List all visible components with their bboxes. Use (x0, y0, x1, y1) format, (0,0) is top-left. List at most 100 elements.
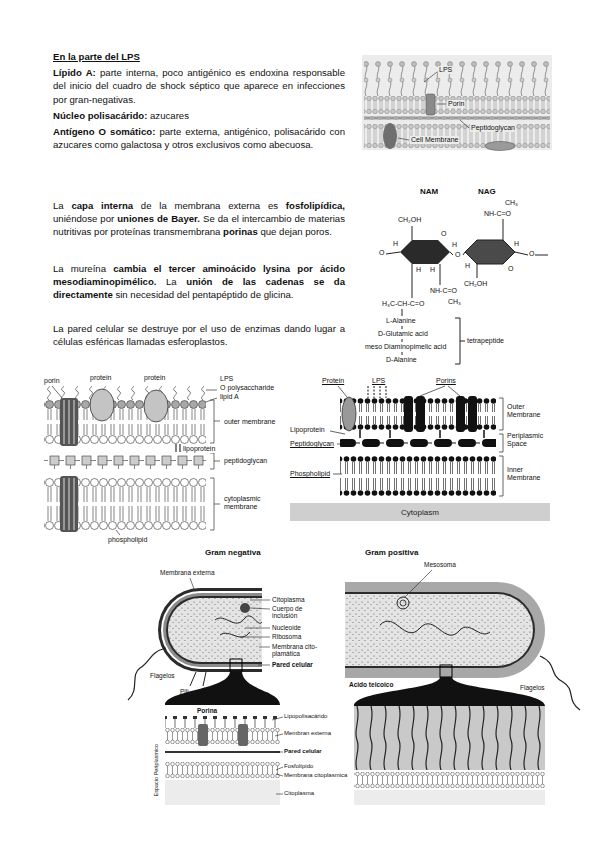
figure-label: Porins (436, 377, 456, 385)
gram-negative-envelope-part (44, 453, 206, 469)
bacterial-cells-part (190, 672, 206, 686)
envelope-scheme-part (360, 430, 484, 438)
figure-label: Citoplasma (284, 790, 314, 797)
bacterial-cells-part (215, 616, 262, 637)
figure-label: NH-C=O (484, 210, 511, 218)
envelope-scheme-part (468, 396, 477, 432)
figure-label: CH₃ (505, 199, 518, 207)
figure-label: Protein (322, 377, 344, 385)
paragraph-text: Núcleo polisacárido: (53, 110, 147, 121)
bacterial-cells-part (198, 724, 208, 746)
paragraph-text: La mureína (53, 263, 106, 274)
bacterial-cells-part (354, 772, 545, 788)
figure-label: meso Diaminopimelic acid (365, 343, 446, 351)
envelope-scheme-part (368, 386, 386, 398)
figure-label: Espacio Periplasmico (153, 744, 159, 797)
figure-label: lipid A (220, 393, 239, 401)
figure-label: H (465, 262, 470, 270)
figure-label: Membrana citoplasmica (284, 772, 347, 779)
lps-envelope-figure-part (362, 55, 552, 150)
lps-envelope-figure-part (364, 115, 550, 121)
bacterial-cells-part (440, 665, 452, 677)
figure-label: H₃C-CH-C=O (382, 300, 424, 308)
figure-label: phospholipid (108, 536, 147, 544)
figure-label: NAG (478, 187, 496, 196)
gram-negative-envelope-part (44, 386, 206, 400)
figure-label: cytoplasmic membrane (224, 495, 272, 511)
band-label: Cytoplasm (401, 508, 439, 517)
figure-label: Lipoprotein (290, 426, 325, 434)
figure-label: NH-C=O (430, 287, 457, 295)
lps-envelope-figure-part (426, 94, 435, 115)
bacterial-cells-part (238, 724, 248, 746)
paragraph-text: En la parte del LPS (53, 51, 140, 62)
figure-label: Lipopolisacárido (284, 713, 327, 720)
bacterial-cells-part (240, 603, 250, 613)
envelope-scheme-part (330, 386, 503, 496)
paragraph-text: capa interna (71, 200, 133, 211)
figure-label: O (529, 250, 534, 258)
bacterial-cells-part (345, 582, 545, 678)
figure-label: Flagelos (520, 684, 545, 691)
paragraph-text: azucares (150, 110, 189, 121)
paragraph-text: parte interna, poco antigénico es endoxi… (53, 67, 345, 104)
figure-label: Pared celular (284, 748, 322, 755)
figure-label: O (379, 249, 384, 257)
figure-label: O (508, 265, 513, 273)
figure-label: Ribosoma (272, 633, 301, 640)
lps-envelope-figure-part (364, 124, 550, 148)
bacterial-cells-part (354, 706, 545, 770)
murein-structure-part (400, 240, 450, 264)
figure-label: LPS (372, 377, 385, 385)
bacterial-cells-part (540, 656, 580, 710)
figure-label: outer membrane (224, 418, 275, 426)
murein-structure-part (465, 240, 515, 264)
figure-label: D-Glutamic acid (378, 330, 428, 338)
figure-label: Membrana cito- plamática (272, 643, 326, 658)
bacterial-cells-part (158, 588, 262, 672)
envelope-scheme-part (404, 396, 413, 432)
figure-label: L-Alanine (386, 317, 416, 325)
figure-label: Citoplasma (272, 596, 305, 603)
figure-label: O (441, 230, 446, 238)
figure-label: tetrapeptide (467, 337, 504, 345)
lps-envelope-figure-part (398, 72, 469, 140)
bacterial-cells-part (168, 598, 262, 662)
bacterial-cells-part (345, 592, 535, 668)
bacterial-cells-part (165, 671, 280, 705)
lps-envelope-figure-part (485, 142, 515, 151)
paragraph-text: La (53, 200, 64, 211)
envelope-scheme-part (416, 396, 425, 432)
figure-label: Gram negativa (205, 548, 261, 557)
bacterial-cells-part (397, 597, 409, 609)
figure-label: CH₃ (448, 298, 461, 306)
bacterial-cells-part (190, 570, 432, 794)
figure-label: Peptidoglycan (470, 124, 516, 132)
envelope-scheme (330, 386, 503, 496)
gram-negative-envelope (44, 386, 220, 535)
figure-label: Membrana externa (160, 569, 215, 576)
figure-label: H (416, 266, 421, 274)
paragraph-text: La pared celular se destruye por el uso … (53, 323, 345, 347)
envelope-scheme-part (340, 438, 496, 448)
figure-label: porin (44, 377, 60, 385)
paragraph-text: que dejan poros. (260, 226, 331, 237)
bacterial-cells-part (166, 596, 262, 664)
envelope-scheme-part (342, 397, 356, 431)
murein-structure-part (386, 219, 548, 364)
bacterial-cells-part (168, 598, 262, 662)
paragraph-text: Antígeno O somático: (53, 126, 155, 137)
paragraph-text: fosfolipídica, (286, 200, 345, 211)
figure-label: Acido teicoico (348, 681, 394, 688)
gram-negative-envelope-part (60, 476, 78, 532)
paragraph-text: uniones de Bayer. (117, 213, 200, 224)
bacterial-cells-part (230, 659, 242, 671)
bacterial-cells-part (165, 751, 280, 753)
lps-envelope-figure-part (364, 60, 550, 96)
bacterial-cells-part (400, 600, 406, 606)
cytoplasm-band: Cytoplasm (290, 503, 550, 521)
bacterial-cells-part (354, 790, 545, 805)
bacterial-cells-part (165, 728, 280, 744)
bacterial-cells-part (165, 716, 280, 728)
paragraph: Núcleo polisacárido: azucares (53, 109, 345, 122)
